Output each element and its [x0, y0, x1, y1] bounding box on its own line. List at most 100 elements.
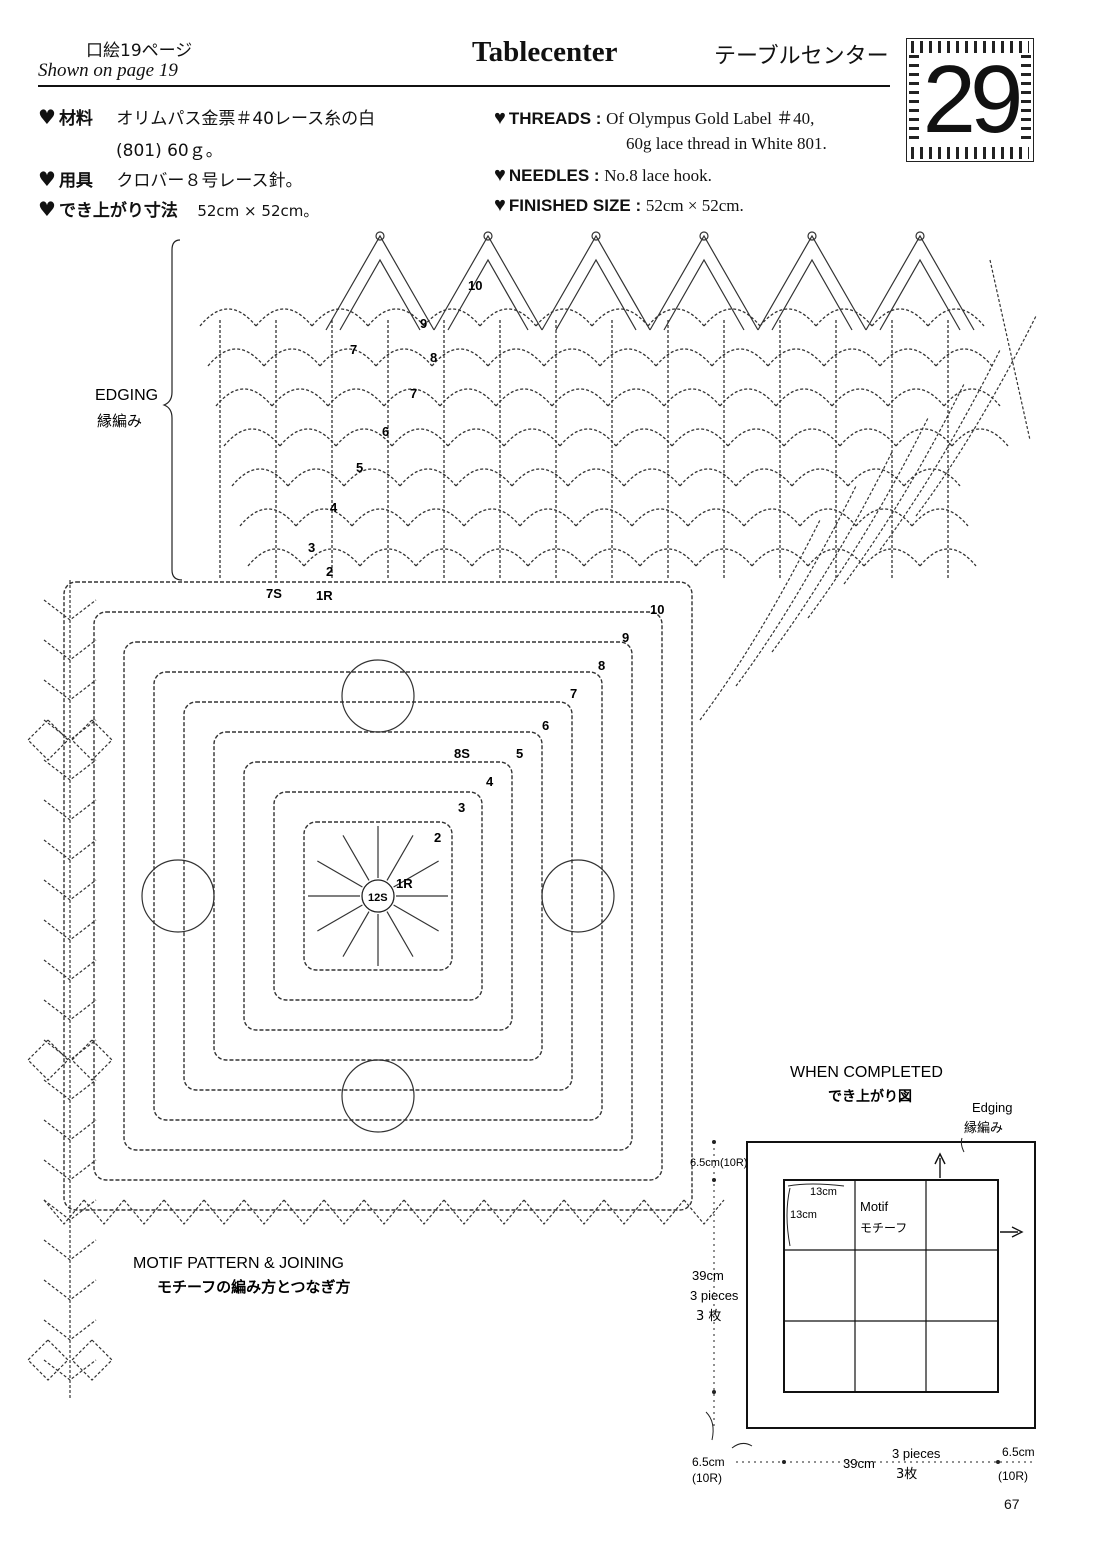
pattern-number-badge: 29	[906, 38, 1034, 162]
motif-petal	[141, 859, 215, 933]
edging-arch	[279, 428, 337, 447]
edging-arch	[935, 348, 993, 367]
edging-peak-inner	[339, 258, 421, 331]
edging-arch	[255, 308, 313, 327]
completed-motif-grid	[783, 1179, 999, 1393]
edging-arch	[311, 308, 369, 327]
edging-arch	[919, 548, 977, 567]
edging-arch	[335, 428, 393, 447]
tools-label-jp: 用具	[58, 171, 93, 191]
edging-arch	[839, 428, 897, 447]
join-zigzag	[523, 1199, 565, 1225]
edging-arch	[327, 388, 385, 407]
join-diamond	[27, 1039, 69, 1081]
picot-dot	[699, 231, 709, 241]
arrow-head-icon	[934, 1152, 946, 1165]
pattern-number: 29	[922, 46, 1024, 153]
materials-value-jp-2: (801) 60ｇ。	[116, 141, 223, 161]
edging-arch	[543, 348, 601, 367]
edging-arch	[551, 388, 609, 407]
materials-value-jp: オリムパス金票＃40レース糸の白	[116, 109, 376, 129]
edging-peak	[433, 234, 543, 331]
motif-spoke	[317, 904, 363, 932]
finished-size-label: FINISHED SIZE	[508, 196, 631, 215]
motif-petal	[341, 1059, 415, 1133]
edging-arch	[351, 508, 409, 527]
tools-jp-row: ♥用具 クロバー８号レース針。	[38, 166, 303, 191]
edging-arch	[423, 308, 481, 327]
motif-round-label: 3	[458, 800, 465, 815]
edging-peak-inner	[555, 258, 637, 331]
completed-title-jp: でき上がり図	[828, 1088, 912, 1105]
edging-bracket	[162, 239, 183, 581]
edging-arch	[503, 428, 561, 447]
edging-leader-line	[960, 1137, 965, 1153]
dimension-arc	[786, 1187, 791, 1247]
corner-arch	[699, 519, 821, 721]
edging-arch	[799, 508, 857, 527]
finished-size-value: 52cm × 52cm.	[645, 196, 744, 215]
needles-label: NEEDLES	[508, 166, 590, 185]
bottom-pieces-jp-label: 3枚	[896, 1467, 917, 1482]
edging-arch	[207, 348, 265, 367]
edging-label-jp: 縁編み	[97, 412, 142, 430]
edging-arch	[471, 548, 529, 567]
joining-strips	[27, 580, 725, 1400]
edging-round-label: 4	[330, 500, 338, 515]
threads-value: Of Olympus Gold Label ＃40,	[606, 109, 815, 128]
picot-dot	[483, 231, 493, 241]
edging-label-en: EDGING	[95, 387, 158, 404]
edging-rows	[199, 308, 1009, 580]
edging-arch	[863, 548, 921, 567]
edging-arch	[559, 428, 617, 447]
motif-round-label: 4	[486, 774, 494, 789]
edging-arch	[927, 308, 985, 327]
motif-round-label: 12S	[368, 892, 388, 904]
dimension-arc	[787, 1183, 845, 1187]
edging-peak	[649, 234, 759, 331]
edging-arch	[583, 548, 641, 567]
edging-arch	[791, 468, 849, 487]
edging-arch	[655, 348, 713, 367]
edging-arch	[519, 508, 577, 527]
motif-ring	[123, 641, 633, 1151]
edging-arch	[815, 308, 873, 327]
corner-arch	[771, 451, 893, 653]
edging-peak-inner	[663, 258, 745, 331]
size-label-jp: でき上がり寸法	[58, 201, 178, 221]
corner-edge	[989, 259, 1031, 441]
edging-arch	[535, 308, 593, 327]
edging-arch	[703, 308, 761, 327]
join-zigzag	[563, 1199, 605, 1225]
edging-round-label: 7S	[266, 586, 282, 601]
badge-border-top	[911, 41, 1029, 53]
motif-spoke	[317, 860, 363, 888]
threads-value-2: 60g lace thread in White 801.	[626, 134, 827, 153]
corner-arch	[843, 383, 965, 585]
bottom-left-rounds: (10R)	[692, 1471, 722, 1485]
badge-border-left	[909, 55, 919, 145]
completed-title-en: WHEN COMPLETED	[790, 1064, 943, 1081]
edging-label-small-jp: 縁編み	[964, 1120, 1003, 1136]
edging-corner	[699, 259, 1037, 721]
edging-arch	[951, 428, 1009, 447]
corner-arch	[879, 349, 1001, 551]
edging-arch	[687, 508, 745, 527]
edge-top-cm: 6.5cm	[690, 1157, 720, 1169]
corner-arch	[807, 417, 929, 619]
edging-round-label: 7	[350, 342, 357, 357]
join-diamond	[71, 1039, 113, 1081]
completed-outer-edge	[746, 1141, 1036, 1429]
motif-petal	[541, 859, 615, 933]
edging-arch	[215, 388, 273, 407]
motif-ring	[63, 581, 693, 1211]
dimension-dot	[782, 1460, 786, 1464]
edging-arch	[271, 388, 329, 407]
join-zigzag	[163, 1199, 205, 1225]
join-zigzag	[603, 1199, 645, 1225]
edging-label-small-en: Edging	[972, 1100, 1012, 1115]
dimension-arc	[705, 1411, 714, 1441]
edging-arch	[287, 468, 345, 487]
edging-arch	[663, 388, 721, 407]
